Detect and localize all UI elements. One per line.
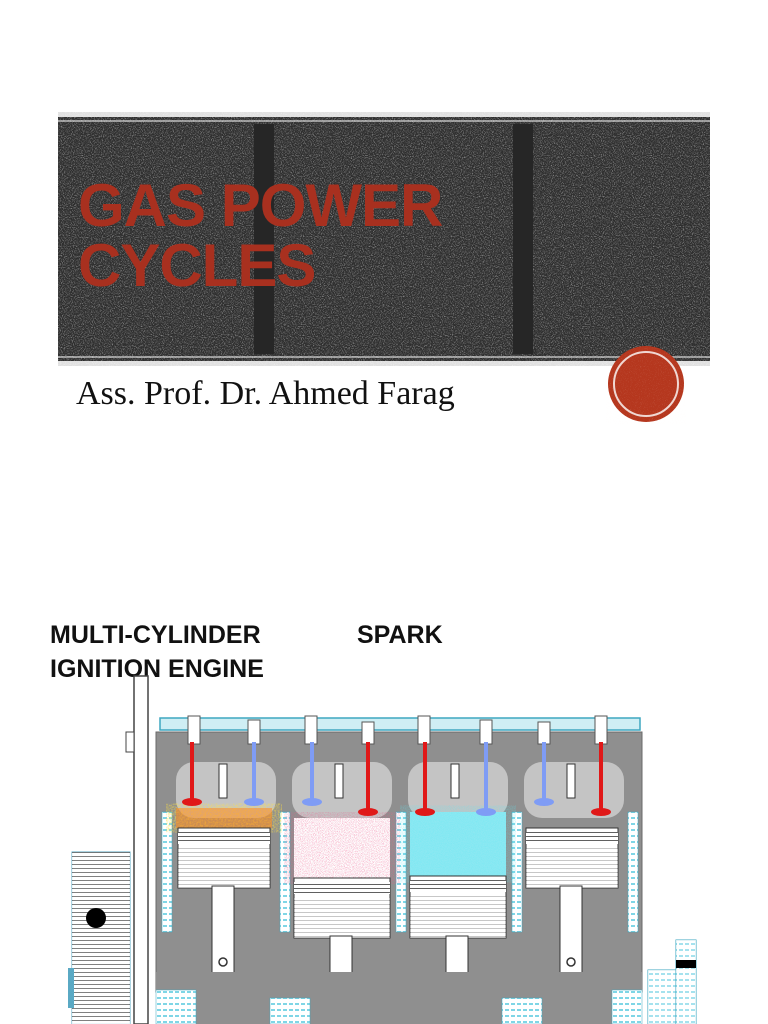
author-name: Ass. Prof. Dr. Ahmed Farag	[76, 375, 455, 412]
title-banner	[58, 112, 710, 366]
engine-slide: MULTI-CYLINDER SPARK IGNITION ENGINE	[0, 512, 768, 1024]
decorative-medallion	[608, 346, 684, 422]
title-slide: GAS POWER CYCLES Ass. Prof. Dr. Ahmed Fa…	[58, 112, 710, 422]
engine-slide-title: MULTI-CYLINDER SPARK IGNITION ENGINE	[50, 618, 470, 686]
title-word-2: SPARK	[357, 621, 443, 649]
title-word-1: MULTI-CYLINDER	[50, 621, 261, 649]
title-word-3: IGNITION ENGINE	[50, 655, 264, 683]
slide-title: GAS POWER CYCLES	[78, 172, 443, 299]
banner-texture	[58, 112, 710, 366]
engine-cutaway-diagram	[68, 675, 697, 1024]
